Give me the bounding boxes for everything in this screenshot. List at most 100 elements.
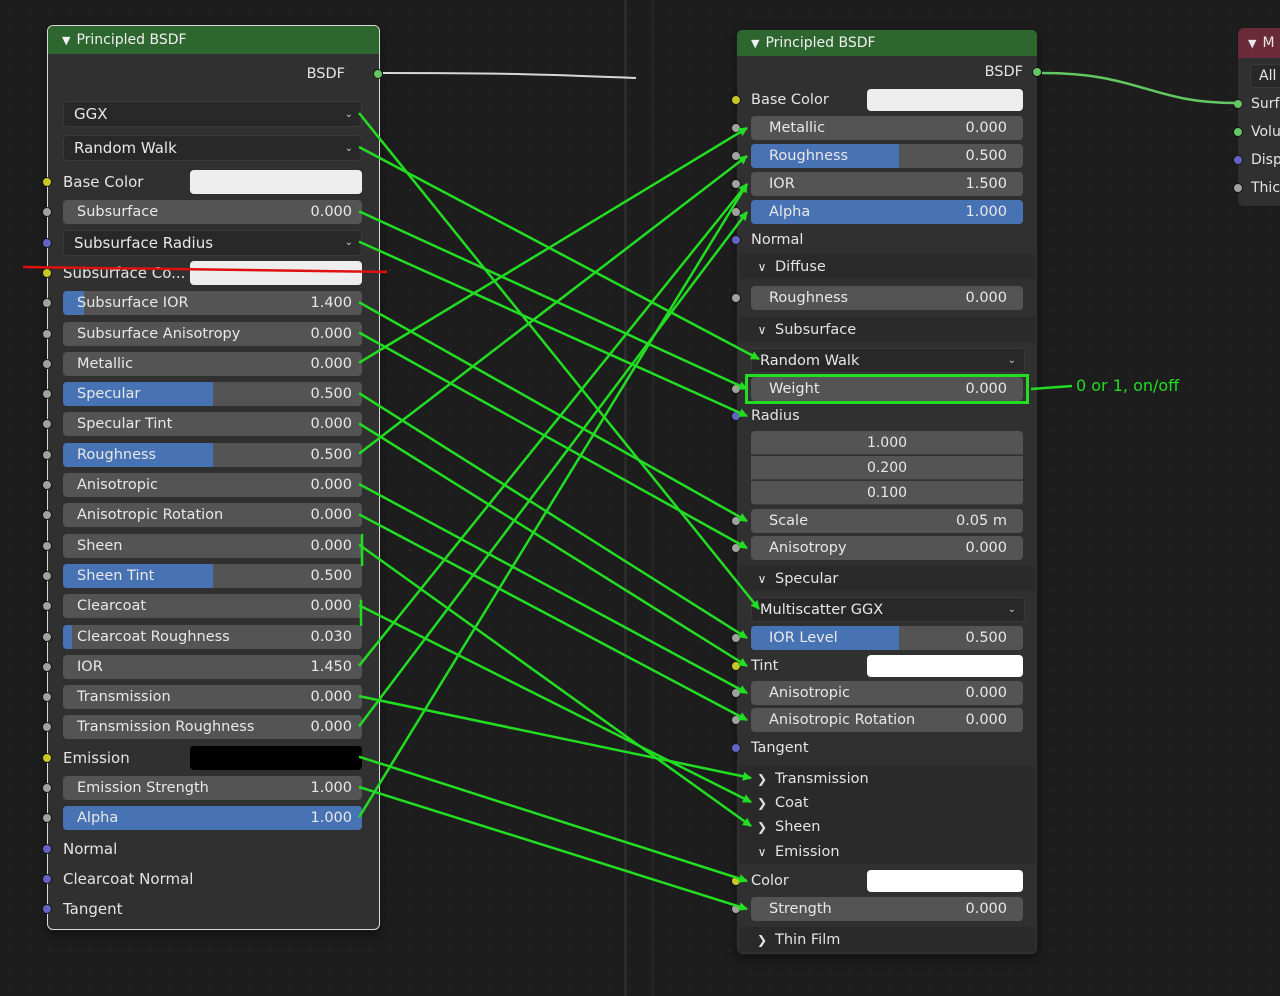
input-socket-anisotropy[interactable] [731,543,741,553]
input-socket-normal[interactable] [42,843,52,854]
chevron-down-icon[interactable]: ▼ [1248,36,1257,50]
panel-diffuse[interactable]: ∨Diffuse [739,254,1035,279]
input-socket-anisotropic[interactable] [42,480,52,490]
panel-emission[interactable]: ∨Emission [739,839,1035,864]
input-socket-strength[interactable] [731,904,741,914]
editor-divider[interactable] [624,0,627,996]
chevron-right-icon[interactable]: ❯ [756,771,768,786]
color-swatch-base-color[interactable] [190,170,362,194]
node-header[interactable]: ▼ M [1238,28,1280,58]
input-socket-subsurface[interactable] [42,207,52,218]
dropdown-multiscatter-ggx[interactable]: Multiscatter GGX⌄ [751,597,1025,622]
input-socket-roughness[interactable] [42,449,52,460]
input-socket-emission[interactable] [42,752,52,763]
input-socket-subsurface-co[interactable] [42,267,52,278]
input-socket-tangent[interactable] [42,904,52,915]
input-socket-scale[interactable] [731,516,741,526]
chevron-right-icon[interactable]: ❯ [756,795,768,810]
input-socket-metallic[interactable] [731,123,741,133]
input-socket-transmission[interactable] [42,692,52,703]
input-socket-sheen[interactable] [42,540,52,551]
input-socket-alpha[interactable] [731,207,741,217]
input-socket-radius[interactable] [731,411,741,421]
input-socket-ior[interactable] [42,661,52,672]
color-swatch-emission[interactable] [190,745,362,770]
panel-subsurface[interactable]: ∨Subsurface [739,317,1035,342]
input-socket-normal[interactable] [731,235,741,245]
input-socket-weight[interactable] [731,384,741,394]
color-swatch-color[interactable] [867,870,1023,892]
chevron-right-icon[interactable]: ❯ [756,819,768,834]
panel-sheen[interactable]: ❯Sheen [739,814,1035,839]
input-socket-subsurface-ior[interactable] [42,298,52,309]
input-socket-clearcoat[interactable] [42,601,52,612]
input-socket-base-color[interactable] [42,177,52,187]
chevron-down-icon[interactable]: ∨ [757,571,767,586]
input-socket-subsurface-anisotropy[interactable] [42,328,52,339]
color-swatch-tint[interactable] [867,655,1023,677]
radius-component[interactable]: 0.100 [751,481,1023,505]
input-socket-anisotropic-rotation[interactable] [42,510,52,521]
input-socket-volu[interactable] [1233,127,1243,137]
input-socket-tangent[interactable] [731,743,741,753]
chevron-down-icon[interactable]: ∨ [757,259,767,274]
input-socket-clearcoat-roughness[interactable] [42,631,52,642]
input-socket-ior[interactable] [731,179,741,189]
input-socket-specular[interactable] [42,389,52,400]
input-socket-surf[interactable] [1233,99,1243,109]
input-socket-roughness[interactable] [731,293,741,303]
input-socket-anisotropic[interactable] [731,688,741,698]
dropdown-subsurface-radius[interactable]: Subsurface Radius⌄ [63,229,362,256]
chevron-down-icon[interactable]: ∨ [757,322,767,337]
subsurface-method-dropdown[interactable]: Random Walk⌄ [63,135,362,161]
panel-transmission[interactable]: ❯Transmission [739,766,1035,791]
chevron-right-icon[interactable]: ❯ [756,932,768,947]
input-socket-color[interactable] [731,876,741,886]
radius-component[interactable]: 0.200 [751,456,1023,480]
input-socket-roughness[interactable] [731,151,741,161]
input-socket-emission-strength[interactable] [42,783,52,793]
input-socket-disp[interactable] [1233,155,1243,165]
output-socket-bsdf[interactable] [373,69,383,79]
input-socket-ior-level[interactable] [731,633,741,643]
panel-specular[interactable]: ∨Specular [739,566,1035,591]
radius-component[interactable]: 1.000 [751,431,1023,455]
target-selector[interactable]: All [1250,64,1280,88]
color-swatch-base-color[interactable] [867,89,1023,111]
chevron-down-icon[interactable]: ∨ [757,844,767,859]
input-socket-clearcoat-normal[interactable] [42,873,52,884]
chevron-down-icon[interactable]: ▼ [62,33,71,47]
color-swatch-subsurface-co[interactable] [190,260,362,285]
input-socket-anisotropic-rotation[interactable] [731,715,741,725]
input-socket-base-color[interactable] [731,95,741,105]
node-header[interactable]: ▼ Principled BSDF [48,26,379,54]
panel-thin-film[interactable]: ❯Thin Film [739,927,1035,952]
